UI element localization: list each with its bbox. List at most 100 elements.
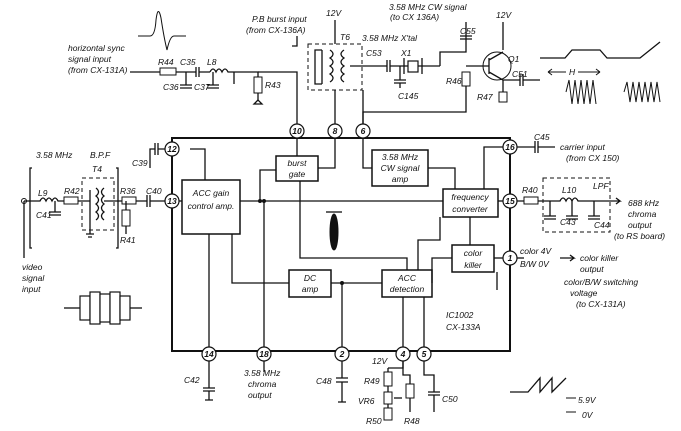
c43-label: C43	[560, 217, 576, 227]
switching-label-line2: voltage	[570, 288, 598, 298]
sync-pulse-waveform	[138, 11, 186, 51]
ramp-high-label: 5.9V	[578, 395, 597, 405]
c35-label: C35	[180, 57, 196, 67]
pin-2-label: 2	[339, 349, 345, 359]
vcc-12v-b: 12V	[496, 10, 512, 20]
freq-conv-label-line2: converter	[452, 204, 489, 214]
pin-12-label: 12	[167, 144, 177, 154]
acc-detection-label-line2: detection	[390, 284, 425, 294]
chroma-358-label-line2: chroma	[248, 379, 277, 389]
t6-shield	[307, 43, 363, 91]
c50-label: C50	[442, 394, 458, 404]
carrier-input-label-line2: (from CX 150)	[566, 153, 620, 163]
cw-signal-label-line2: (to CX 136A)	[390, 12, 439, 22]
xtal-label: 3.58 MHz X'tal	[362, 33, 418, 43]
dc-amp-label-line1: DC	[304, 273, 317, 283]
r46-label: R46	[446, 76, 462, 86]
cw-amp-label-line1: 3.58 MHz	[382, 152, 419, 162]
killer-bw-label: B/W 0V	[520, 259, 550, 269]
burst-gate-label-line1: burst	[288, 158, 308, 168]
dc-amp-label-line2: amp	[302, 284, 319, 294]
r41-label: R41	[120, 235, 136, 245]
video-input-label-line2: signal	[22, 273, 45, 283]
c55-label: C55	[460, 26, 476, 36]
pb-burst-label-line1: P.B burst input	[252, 14, 307, 24]
r48-label: R48	[404, 416, 420, 426]
c48-label: C48	[316, 376, 332, 386]
lpf-label: LPF	[593, 181, 609, 191]
r49-label: R49	[364, 376, 380, 386]
pin-16-label: 16	[505, 142, 515, 152]
chroma-output-label-line4: (to RS board)	[614, 231, 665, 241]
ic-pins: 10 8 6 12 13 16 15 1 14 18 2 4 5	[164, 123, 518, 362]
vr6-label: VR6	[358, 396, 375, 406]
video-input-label-line1: video	[22, 262, 43, 272]
q1-label: Q1	[508, 54, 520, 64]
ramp-waveform	[510, 376, 576, 413]
acc-gain-label-line1: ACC gain	[192, 188, 230, 198]
r40-label: R40	[522, 185, 538, 195]
cw-amp-label-line2: CW signal	[381, 163, 421, 173]
c42-label: C42	[184, 375, 200, 385]
acc-detection-label-line1: ACC	[397, 273, 417, 283]
color-killer-label-line2: killer	[464, 260, 483, 270]
c45-label: C45	[534, 132, 550, 142]
pin-13-label: 13	[167, 196, 177, 206]
c41-label: C41	[36, 210, 52, 220]
ic-part-label: CX-133A	[446, 322, 481, 332]
burst-gate-label-line2: gate	[289, 169, 306, 179]
pin-4-label: 4	[400, 349, 406, 359]
h-label: H	[569, 67, 576, 77]
c44-label: C44	[594, 220, 610, 230]
video-input-label-line3: input	[22, 284, 41, 294]
t6-label: T6	[340, 32, 350, 42]
vcc-12v-c: 12V	[372, 356, 388, 366]
r42-label: R42	[64, 186, 80, 196]
pin-10-label: 10	[292, 126, 302, 136]
frequency-converter-block	[442, 188, 499, 218]
chroma-output-label-line2: chroma	[628, 209, 657, 219]
pin-15-label: 15	[505, 196, 515, 206]
acc-gain-label-line2: control amp.	[188, 201, 235, 211]
bpf-freq-label: 3.58 MHz	[36, 150, 73, 160]
pin-6-label: 6	[361, 126, 366, 136]
l8-label: L8	[207, 57, 217, 67]
c40-label: C40	[146, 186, 162, 196]
killer-color-label: color 4V	[520, 246, 553, 256]
burst-gate-block	[275, 155, 319, 182]
r36-label: R36	[120, 186, 136, 196]
r44-label: R44	[158, 57, 174, 67]
t4-shield	[81, 177, 115, 231]
internal-wiring	[172, 131, 510, 351]
r43-label: R43	[265, 80, 281, 90]
l9-label: L9	[38, 188, 48, 198]
killer-output-label-line2: output	[580, 264, 604, 274]
freq-conv-label-line1: frequency	[451, 192, 489, 202]
carrier-input-label-line1: carrier input	[560, 142, 606, 152]
vcc-12v-a: 12V	[326, 8, 342, 18]
c53-label: C53	[366, 48, 382, 58]
chroma-358-label-line3: output	[248, 390, 272, 400]
hsync-label-line2: signal input	[68, 54, 112, 64]
c145-label: C145	[398, 91, 419, 101]
pin-8-label: 8	[333, 126, 338, 136]
x1-label: X1	[400, 48, 412, 58]
killer-output-label-line1: color killer	[580, 253, 619, 263]
pin-14-label: 14	[204, 349, 214, 359]
switching-label-line3: (to CX-131A)	[576, 299, 626, 309]
switching-label-line1: color/B/W switching	[564, 277, 638, 287]
pin-5-label: 5	[422, 349, 427, 359]
chroma-output-label-line3: output	[628, 220, 652, 230]
r47-label: R47	[477, 92, 493, 102]
c37-label: C37	[194, 82, 210, 92]
h-pulse-waveform: H	[540, 41, 661, 77]
l10-label: L10	[562, 185, 576, 195]
ceramic-filter-component	[64, 291, 142, 325]
c36-label: C36	[163, 82, 179, 92]
chroma-output-label-line1: 688 kHz	[628, 198, 660, 208]
ramp-low-label: 0V	[582, 410, 594, 420]
pin-1-label: 1	[508, 253, 513, 263]
r50-label: R50	[366, 416, 382, 426]
